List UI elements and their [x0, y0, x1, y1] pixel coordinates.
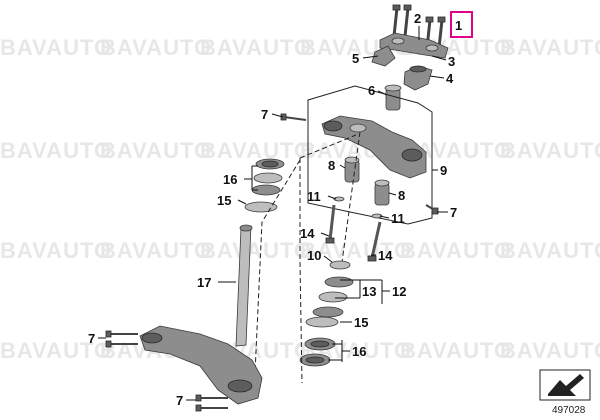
dust-seal: [244, 201, 278, 213]
washer: [333, 196, 345, 202]
callout-14[interactable]: 14: [378, 248, 393, 263]
fork-bore: [227, 379, 253, 393]
bearing-inner: [261, 160, 279, 168]
watermark: BAVAUTO: [500, 138, 600, 163]
bearing-seal: [318, 291, 348, 303]
watermark: BAVAUTO: [400, 238, 512, 263]
watermark: BAVAUTO: [0, 35, 112, 60]
bolt: [431, 207, 439, 215]
fork-bore: [141, 332, 163, 344]
fork-bore: [323, 120, 343, 132]
bolt-head: [195, 394, 202, 402]
watermark: BAVAUTO: [500, 338, 600, 363]
clamp-bore: [425, 44, 439, 52]
callout-7[interactable]: 7: [450, 205, 457, 220]
watermark: BAVAUTO: [200, 238, 312, 263]
bolt: [280, 113, 287, 121]
direction-arrow-icon: [539, 369, 591, 401]
stem-top: [239, 224, 253, 232]
assembly-box-9: [307, 85, 433, 225]
bolt: [328, 204, 336, 241]
watermark: BAVAUTO: [100, 138, 212, 163]
axis-line: [254, 159, 301, 374]
bearing-inner: [305, 356, 325, 364]
callout-4[interactable]: 4: [446, 71, 454, 86]
bolt-head: [195, 404, 202, 412]
bolt-head: [367, 255, 377, 262]
axis-line: [299, 158, 303, 384]
callout-3[interactable]: 3: [448, 54, 455, 69]
reference-number: 497028: [552, 405, 586, 416]
bearing-seal: [324, 276, 354, 288]
watermark: BAVAUTO: [0, 238, 112, 263]
callout-2[interactable]: 2: [414, 11, 421, 26]
callout-13[interactable]: 13: [362, 284, 376, 299]
callout-1[interactable]: 1: [455, 18, 462, 33]
callout-6[interactable]: 6: [368, 83, 375, 98]
callout-16[interactable]: 16: [352, 344, 366, 359]
callout-7[interactable]: 7: [88, 331, 95, 346]
callout-14[interactable]: 14: [300, 226, 315, 241]
upper-triple-clamp: [321, 115, 427, 179]
bearing: [253, 172, 283, 184]
callout-8[interactable]: 8: [398, 188, 405, 203]
handlebar-clamp-lower: [371, 45, 396, 67]
clamp-bore: [391, 37, 405, 45]
rubber-bushing-top: [374, 179, 390, 187]
callout-15[interactable]: 15: [217, 193, 231, 208]
callout-11[interactable]: 11: [307, 189, 321, 204]
watermark: BAVAUTO: [100, 35, 212, 60]
dust-seal: [305, 316, 339, 328]
bolt: [370, 221, 382, 259]
watermark: BAVAUTO: [400, 338, 512, 363]
fork-bore: [401, 148, 423, 162]
callout-9[interactable]: 9: [440, 163, 447, 178]
washer: [312, 306, 344, 318]
callout-5[interactable]: 5: [352, 51, 359, 66]
bushing-top: [384, 84, 402, 92]
watermark: BAVAUTO: [500, 238, 600, 263]
stem-bore: [349, 123, 367, 133]
bolt-head: [105, 340, 112, 348]
nut: [329, 260, 351, 270]
riser-top: [409, 65, 427, 73]
bolt-head: [105, 330, 112, 338]
callout-15[interactable]: 15: [354, 315, 368, 330]
callout-17[interactable]: 17: [197, 275, 211, 290]
watermark: BAVAUTO: [0, 138, 112, 163]
watermark: BAVAUTO: [0, 338, 112, 363]
callout-7[interactable]: 7: [261, 107, 268, 122]
leader-lines: [98, 26, 448, 401]
watermark: BAVAUTO: [200, 35, 312, 60]
watermark: BAVAUTO: [300, 238, 412, 263]
highlight-box: [450, 11, 473, 38]
callout-16[interactable]: 16: [223, 172, 237, 187]
rubber-bushing-top: [344, 156, 360, 164]
bearing-inner: [310, 340, 330, 348]
callout-7[interactable]: 7: [176, 393, 183, 408]
callout-11[interactable]: 11: [391, 211, 405, 226]
callout-labels: 1 2 3 4 5 6 7 7 7 7 8 8 9 10 11 11 12 13…: [88, 11, 473, 408]
callout-8[interactable]: 8: [328, 158, 335, 173]
axis-line: [299, 134, 357, 159]
callout-10[interactable]: 10: [307, 248, 321, 263]
bolt-head: [325, 237, 335, 244]
watermark: BAVAUTO: [100, 238, 212, 263]
watermark: BAVAUTO: [200, 138, 312, 163]
watermark: BAVAUTO: [500, 35, 600, 60]
axis-line: [341, 131, 361, 263]
callout-12[interactable]: 12: [392, 284, 406, 299]
